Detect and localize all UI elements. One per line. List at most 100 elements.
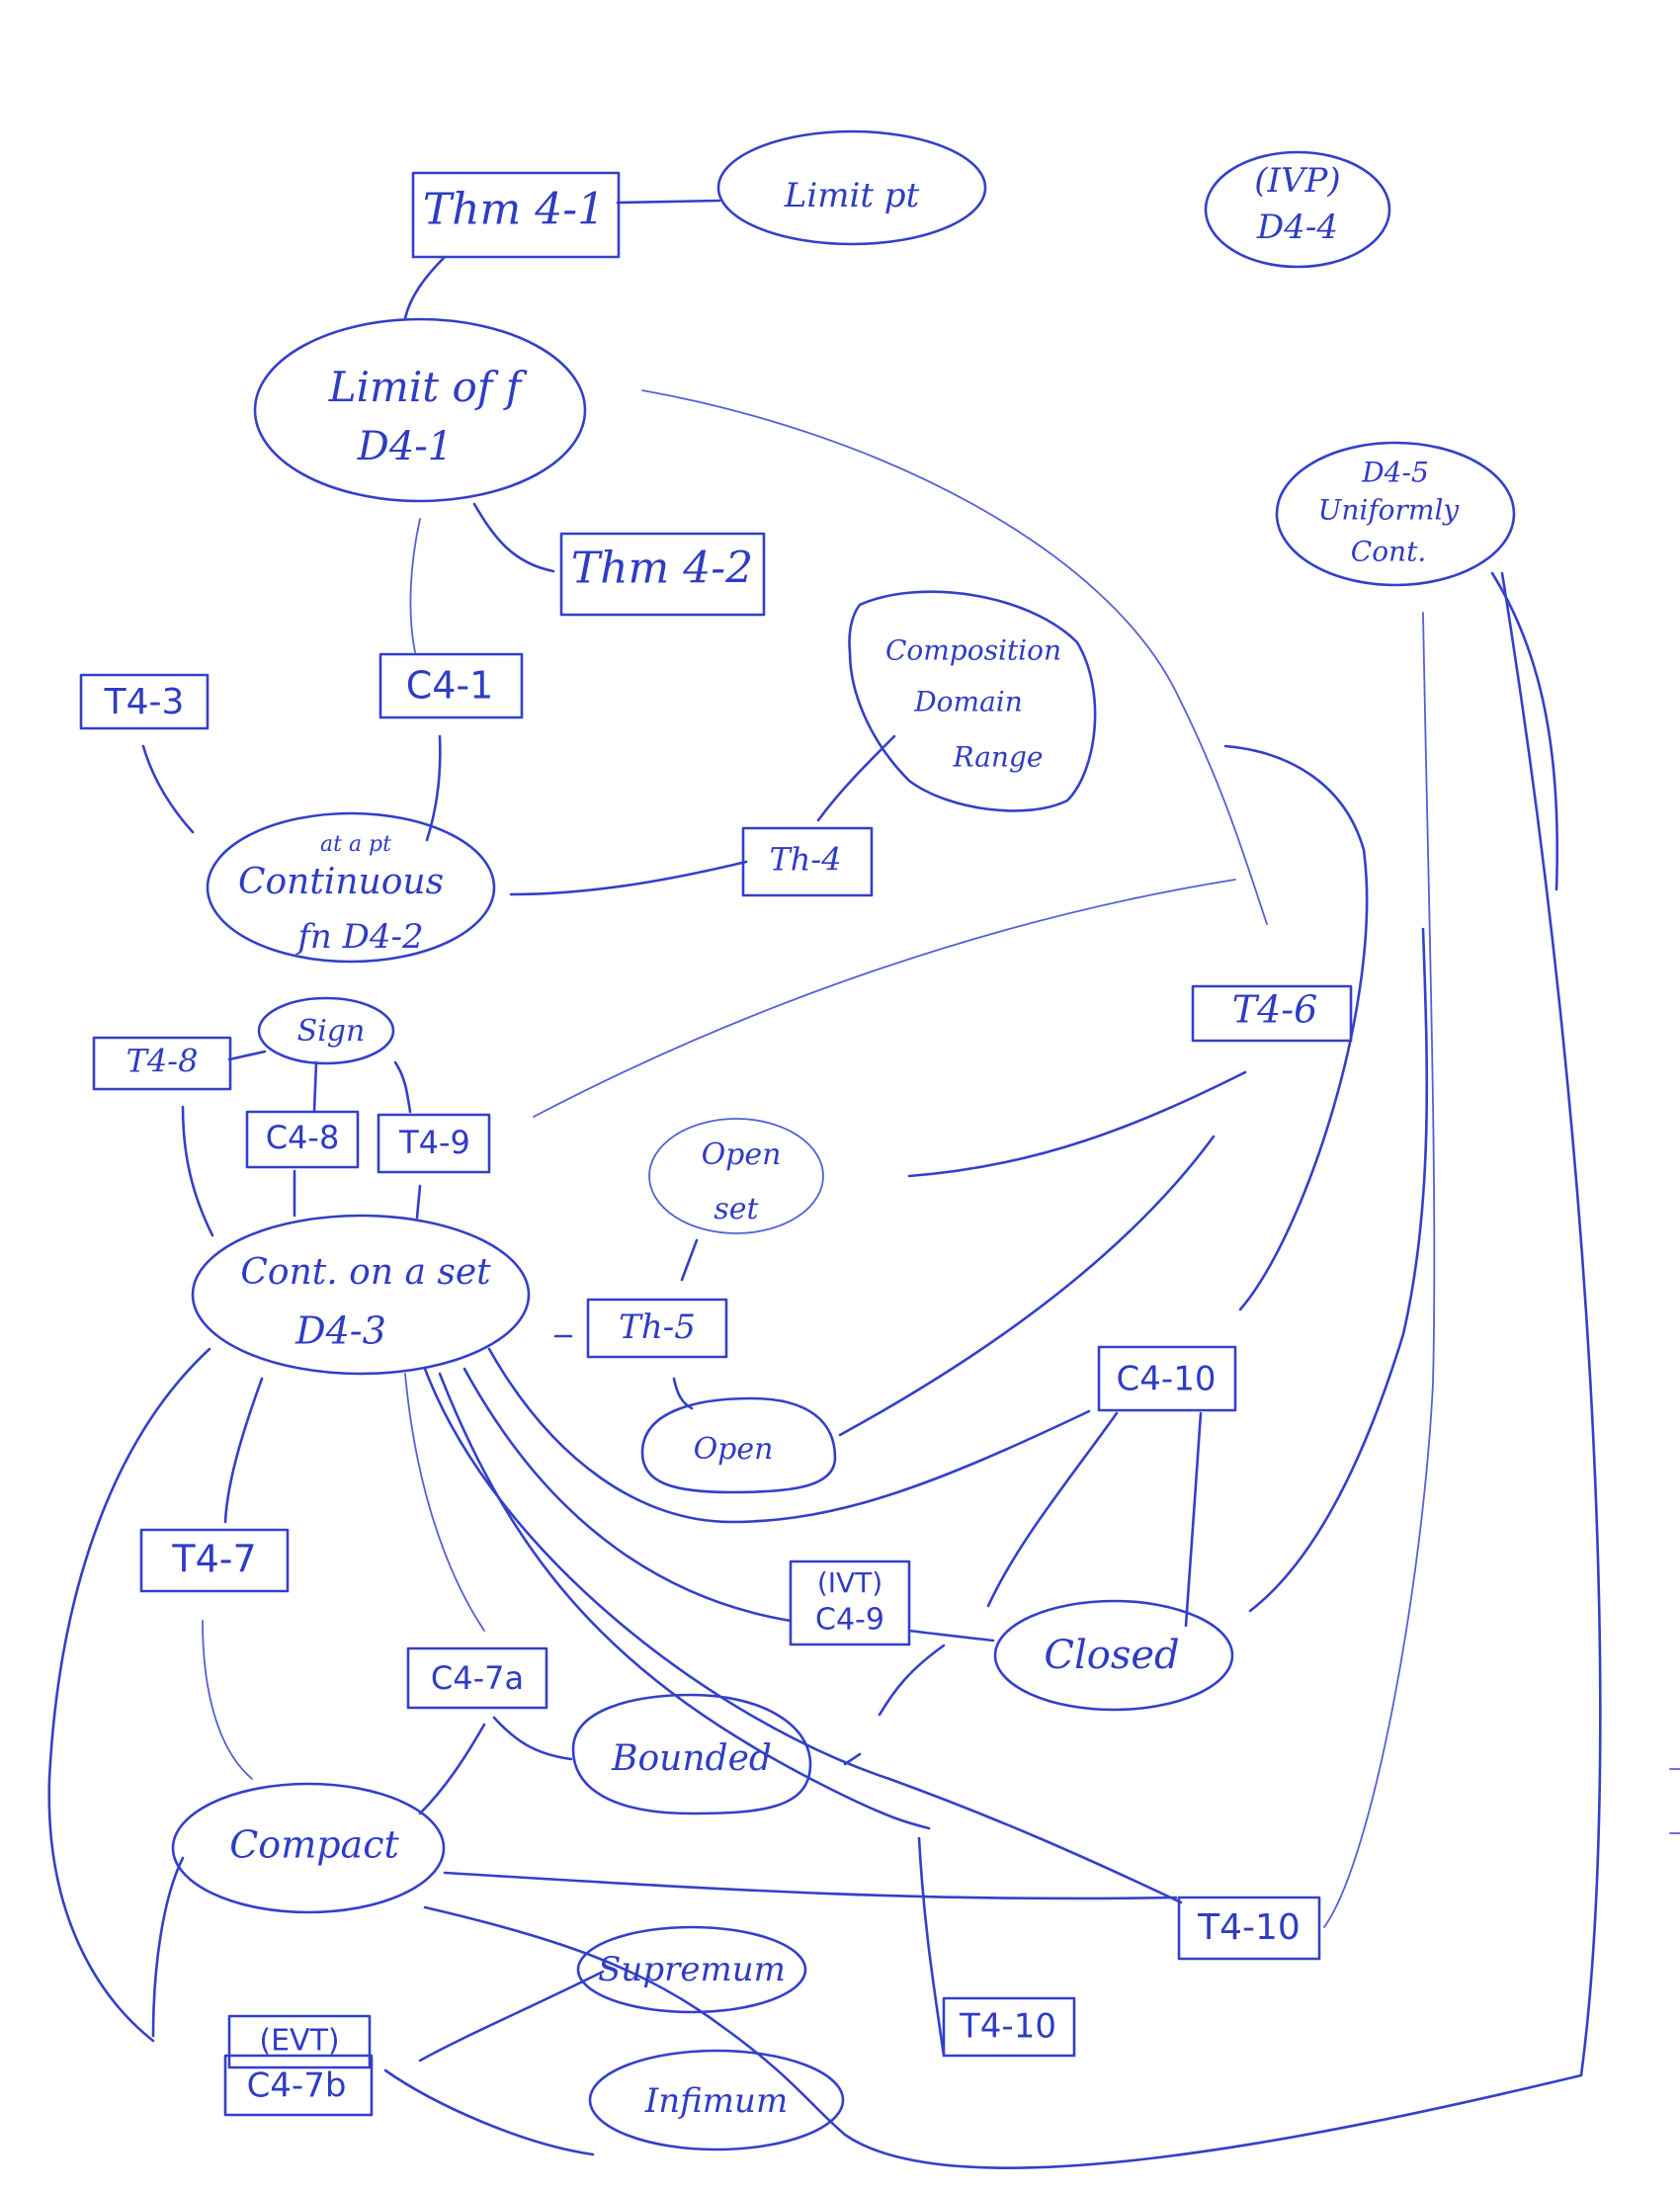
label-comp-3: Range — [953, 741, 1044, 774]
node-t43[interactable]: T4-3 — [79, 673, 210, 730]
node-infimum[interactable]: Infimum — [588, 2049, 845, 2151]
node-composition[interactable]: Composition Domain Range — [848, 590, 1097, 812]
edge-c41-contpt — [425, 734, 442, 842]
label-limitf-1: Limit of f — [328, 363, 528, 411]
label-t48: T4-8 — [126, 1043, 199, 1080]
box-outline — [411, 171, 621, 259]
ellipse-outline — [257, 996, 395, 1065]
box-outline — [559, 532, 766, 617]
node-supremum[interactable]: Supremum — [576, 1925, 807, 2014]
node-c47b[interactable]: (EVT) C4-7b — [223, 2014, 374, 2117]
edge-contset-c49 — [462, 1367, 793, 1623]
node-t45[interactable]: Th-5 — [586, 1298, 728, 1359]
label-contpt-2: Continuous — [238, 862, 444, 902]
ellipse-outline — [716, 129, 987, 246]
node-c49[interactable]: (IVT) C4-9 — [789, 1560, 911, 1646]
edge-c410-closed-2 — [1184, 1411, 1203, 1628]
node-t47[interactable]: T4-7 — [139, 1528, 290, 1593]
label-ivp-1: (IVP) — [1254, 161, 1340, 201]
label-ivp-2: D4-4 — [1256, 208, 1338, 247]
node-t44[interactable]: Th-4 — [741, 826, 874, 897]
node-thm42[interactable]: Thm 4-2 — [559, 532, 766, 617]
label-supremum: Supremum — [598, 1950, 786, 1989]
ellipse-outline — [640, 1396, 837, 1494]
node-compact[interactable]: Compact — [171, 1782, 446, 1914]
node-c47a[interactable]: C4-7a — [406, 1646, 548, 1710]
label-c48: C4-8 — [266, 1119, 340, 1156]
edge-openset-t46 — [907, 1070, 1247, 1178]
edge-compact-t410a — [443, 1871, 1178, 1900]
label-d45-3: Cont. — [1351, 536, 1426, 568]
label-closed: Closed — [1044, 1633, 1179, 1678]
label-t47: T4-7 — [171, 1538, 256, 1581]
ellipse-outline — [1275, 441, 1516, 587]
label-c47a: C4-7a — [431, 1659, 524, 1697]
ellipse-outline — [576, 1925, 807, 2014]
edge-limitf-thm42 — [472, 502, 555, 573]
box-outline — [586, 1298, 728, 1359]
label-contpt-3: fn D4-2 — [294, 917, 423, 957]
blob-outline — [848, 590, 1097, 812]
edge-contset-c47a — [404, 1373, 485, 1632]
node-t46[interactable]: T4-6 — [1191, 984, 1353, 1043]
box-outline — [377, 1113, 491, 1174]
node-t410b[interactable]: T4-10 — [942, 1996, 1076, 2058]
label-c47b-1: (EVT) — [259, 2024, 339, 2059]
ellipse-outline — [571, 1693, 812, 1815]
node-openset[interactable]: Open set — [648, 1118, 824, 1234]
edge-limitf-c41 — [409, 518, 421, 653]
node-t410a[interactable]: T4-10 — [1177, 1896, 1321, 1961]
node-contset[interactable]: Cont. on a set D4-3 — [191, 1214, 531, 1376]
node-open[interactable]: Open — [640, 1396, 837, 1494]
edge-compact-c47b — [151, 1856, 185, 2038]
box-outline-top — [227, 2014, 372, 2069]
node-c48[interactable]: C4-8 — [245, 1110, 360, 1169]
edge-sign-t49 — [393, 1060, 412, 1114]
node-bounded[interactable]: Bounded — [571, 1693, 812, 1815]
edge-thm41-limitpt — [616, 199, 721, 205]
edge-d45-uc — [1490, 571, 1559, 891]
ellipse-outline — [588, 2049, 845, 2151]
edge-compact-t410b-d45 — [423, 571, 1602, 2169]
label-contset-2: D4-3 — [294, 1309, 386, 1353]
label-c410: C4-10 — [1117, 1360, 1217, 1399]
label-openset-2: set — [714, 1192, 759, 1226]
label-t410b: T4-10 — [959, 2007, 1056, 2047]
edge-c47a-compact — [418, 1723, 486, 1815]
node-sign[interactable]: Sign — [257, 996, 395, 1065]
edge-t45-open — [672, 1377, 694, 1410]
edge-t410a-d45 — [1323, 612, 1436, 1928]
edge-contset-c47b — [47, 1347, 211, 2043]
label-openset-1: Open — [702, 1138, 782, 1172]
label-open: Open — [694, 1432, 774, 1467]
edge-t48-contset — [181, 1105, 214, 1237]
node-t48[interactable]: T4-8 — [92, 1036, 232, 1091]
label-d45-1: D4-5 — [1361, 457, 1429, 489]
node-limitf[interactable]: Limit of f D4-1 — [253, 317, 587, 503]
node-limitpt[interactable]: Limit pt — [716, 129, 987, 246]
edge-t43-contpt — [141, 744, 195, 834]
edge-limitf-t46 — [641, 389, 1268, 925]
node-c410[interactable]: C4-10 — [1097, 1345, 1237, 1412]
ellipse-outline — [171, 1782, 446, 1914]
label-thm41: Thm 4-1 — [423, 185, 605, 235]
label-t46: T4-6 — [1232, 988, 1318, 1032]
edge-c47a-bounded — [492, 1716, 573, 1761]
node-d45[interactable]: D4-5 Uniformly Cont. — [1275, 441, 1516, 587]
node-thm41[interactable]: Thm 4-1 — [411, 171, 621, 259]
ellipse-outline — [993, 1599, 1234, 1712]
node-ivp[interactable]: (IVP) D4-4 — [1204, 150, 1391, 269]
box-outline-bottom — [223, 2054, 374, 2117]
edge-t410a-t410b — [917, 1836, 946, 2058]
label-d45-2: Uniformly — [1318, 494, 1461, 527]
node-c41[interactable]: C4-1 — [378, 652, 524, 719]
node-closed[interactable]: Closed — [993, 1599, 1234, 1712]
edge-contset-c410 — [487, 1347, 1091, 1524]
edge-sign-c48 — [312, 1060, 318, 1114]
node-contpt[interactable]: at a pt Continuous fn D4-2 — [206, 811, 496, 964]
label-t43: T4-3 — [104, 682, 185, 722]
edge-contset-t410a-2 — [423, 1367, 1183, 1904]
label-t44: Th-4 — [769, 841, 841, 879]
node-t49[interactable]: T4-9 — [377, 1113, 491, 1174]
